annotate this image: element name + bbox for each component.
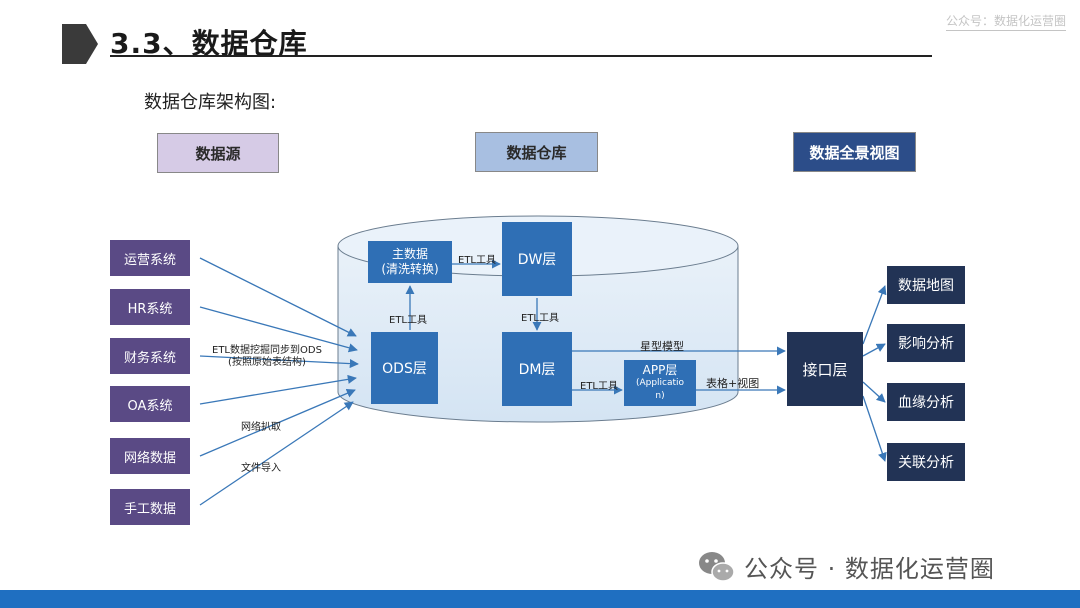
- warehouse-arrows: [405, 259, 786, 395]
- edge-label-etl-sync-line2: (按照原始表结构): [228, 357, 306, 368]
- diagram-subtitle: 数据仓库架构图:: [144, 92, 277, 113]
- wechat-icon: [699, 552, 735, 582]
- category-panoramic-view: 数据全景视图: [793, 132, 916, 172]
- edge-label-etl-ods-master: ETL工具: [389, 315, 427, 326]
- app-layer-node: APP层 (Applicatio n): [624, 360, 696, 406]
- app-layer-sub-2: n): [655, 390, 665, 401]
- edge-label-etl-master-dw: ETL工具: [458, 255, 496, 266]
- edge-label-file-import: 文件导入: [241, 463, 281, 474]
- source-operations-system: 运营系统: [110, 240, 190, 276]
- dw-layer-node: DW层: [502, 222, 572, 296]
- edge-label-star-model: 星型模型: [640, 340, 684, 353]
- source-manual-data: 手工数据: [110, 489, 190, 525]
- edge-label-etl-sync: ETL数据挖掘同步到ODS (按照原始表结构): [212, 345, 322, 369]
- edge-label-table-view: 表格+视图: [706, 377, 760, 390]
- interface-layer-node: 接口层: [787, 332, 863, 406]
- output-data-map: 数据地图: [887, 266, 965, 304]
- footer-brand-text: 公众号 · 数据化运营圈: [744, 554, 995, 583]
- category-data-source: 数据源: [157, 133, 279, 173]
- source-web-data: 网络数据: [110, 438, 190, 474]
- edge-label-web-crawl: 网络扒取: [241, 422, 281, 433]
- edge-label-etl-dw-dm: ETL工具: [521, 313, 559, 324]
- edge-label-etl-sync-line1: ETL数据挖掘同步到ODS: [212, 345, 322, 356]
- output-association-analysis: 关联分析: [887, 443, 965, 481]
- edge-label-etl-dm-app: ETL工具: [580, 381, 618, 392]
- output-impact-analysis: 影响分析: [887, 324, 965, 362]
- master-data-node: 主数据 (清洗转换): [368, 241, 452, 283]
- master-data-label: 主数据: [391, 247, 428, 261]
- title-underline: [110, 55, 932, 57]
- page-title: 3.3、数据仓库: [110, 27, 308, 60]
- master-data-sublabel: (清洗转换): [381, 262, 439, 276]
- dm-layer-node: DM层: [502, 332, 572, 406]
- app-layer-sub-1: (Applicatio: [635, 377, 685, 388]
- title-marker-shape: [62, 24, 98, 64]
- source-finance-system: 财务系统: [110, 338, 190, 374]
- category-data-warehouse: 数据仓库: [475, 132, 598, 172]
- ods-layer-node: ODS层: [371, 332, 438, 404]
- footer-brand: 公众号 · 数据化运营圈: [696, 548, 995, 584]
- source-arrows: [199, 257, 359, 506]
- top-watermark: 公众号：数据化运营圈: [945, 12, 1066, 31]
- app-layer-label: APP层: [642, 362, 678, 377]
- source-hr-system: HR系统: [110, 289, 190, 325]
- output-arrows: [862, 285, 887, 462]
- bottom-bar: [0, 590, 1080, 608]
- output-lineage-analysis: 血缘分析: [887, 383, 965, 421]
- source-oa-system: OA系统: [110, 386, 190, 422]
